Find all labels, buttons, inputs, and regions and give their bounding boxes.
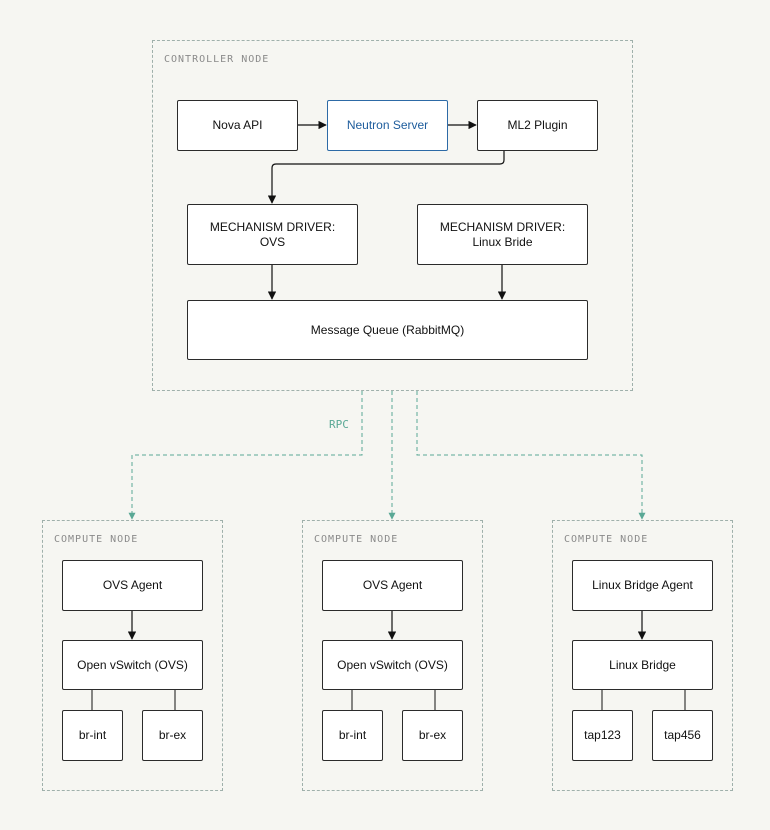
port-box-a-3: tap123 (572, 710, 633, 761)
agent-label: OVS Agent (362, 578, 423, 592)
port-label: br-int (338, 728, 367, 742)
compute-node-region-1: COMPUTE NODE (42, 520, 223, 791)
port-label: br-int (78, 728, 107, 742)
driver-ovs-name: OVS (259, 234, 286, 249)
controller-node-region: CONTROLLER NODE (152, 40, 633, 391)
ml2-plugin-label: ML2 Plugin (507, 118, 568, 132)
rpc-link-compute-3 (416, 391, 646, 520)
mechanism-driver-ovs-box: MECHANISM DRIVER: OVS (187, 204, 358, 265)
port-label: tap456 (664, 728, 701, 742)
agent-box-1: OVS Agent (62, 560, 203, 611)
nova-api-box: Nova API (177, 100, 298, 151)
arrow-ml2-to-driver-ovs (267, 151, 505, 204)
agent-box-3: Linux Bridge Agent (572, 560, 713, 611)
driver-lb-name: Linux Bride (472, 234, 533, 249)
driver-ovs-title: MECHANISM DRIVER: (209, 219, 336, 234)
message-queue-box: Message Queue (RabbitMQ) (187, 300, 588, 360)
neutron-server-box: Neutron Server (327, 100, 448, 151)
port-box-b-3: tap456 (652, 710, 713, 761)
rpc-link-compute-1 (128, 391, 363, 520)
port-box-b-2: br-ex (402, 710, 463, 761)
nova-api-label: Nova API (212, 118, 263, 132)
switch-label: Linux Bridge (609, 657, 676, 672)
agent-box-2: OVS Agent (322, 560, 463, 611)
port-box-a-1: br-int (62, 710, 123, 761)
controller-node-label: CONTROLLER NODE (164, 54, 270, 65)
compute-node-label: COMPUTE NODE (314, 534, 399, 545)
agent-label: Linux Bridge Agent (592, 578, 693, 592)
switch-box-2: Open vSwitch (OVS) (322, 640, 463, 690)
agent-label: OVS Agent (102, 578, 163, 592)
mechanism-driver-linux-bridge-box: MECHANISM DRIVER: Linux Bride (417, 204, 588, 265)
compute-node-label: COMPUTE NODE (564, 534, 649, 545)
compute-node-region-2: COMPUTE NODE (302, 520, 483, 791)
switch-label: Open vSwitch (OVS) (77, 657, 188, 672)
port-label: br-ex (158, 728, 187, 742)
message-queue-label: Message Queue (RabbitMQ) (310, 322, 465, 337)
compute-node-label: COMPUTE NODE (54, 534, 139, 545)
port-label: tap123 (584, 728, 621, 742)
compute-node-region-3: COMPUTE NODE (552, 520, 733, 791)
switch-box-1: Open vSwitch (OVS) (62, 640, 203, 690)
neutron-server-label: Neutron Server (346, 118, 429, 132)
port-box-a-2: br-int (322, 710, 383, 761)
switch-label: Open vSwitch (OVS) (337, 657, 448, 672)
port-box-b-1: br-ex (142, 710, 203, 761)
driver-lb-title: MECHANISM DRIVER: (439, 219, 566, 234)
switch-box-3: Linux Bridge (572, 640, 713, 690)
rpc-label: RPC (329, 418, 349, 431)
port-label: br-ex (418, 728, 447, 742)
ml2-plugin-box: ML2 Plugin (477, 100, 598, 151)
